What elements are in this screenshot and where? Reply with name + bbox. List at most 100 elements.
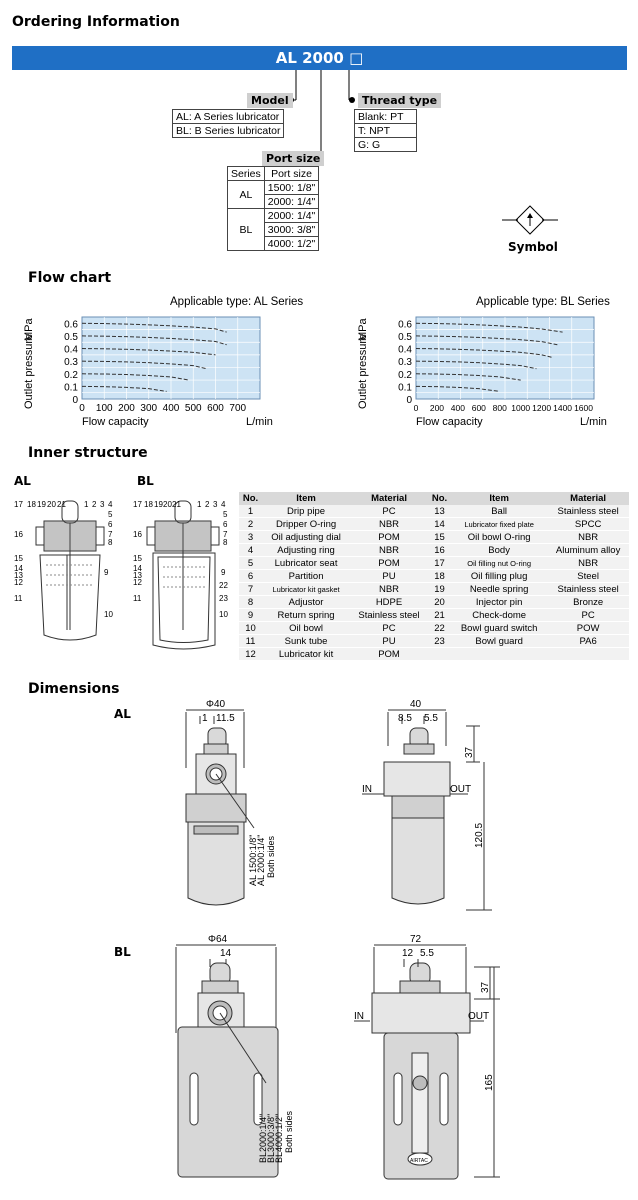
port-size-label: Port size [262, 151, 325, 166]
bl-cutaway-drawing: 17 18 19 20 21 1 2 3 4 5 6 7 8 16 15 14 … [133, 500, 228, 650]
model-code-bar: AL 2000 □ [12, 46, 627, 70]
bl-in-port: IN [354, 1011, 364, 1022]
y-tick-label: 0.4 [398, 345, 412, 356]
material-cell [451, 647, 548, 661]
material-cell: Adjusting ring [262, 543, 351, 557]
bl-chart-title: Applicable type: BL Series [476, 296, 610, 308]
x-tick-label: 700 [229, 403, 246, 414]
callout: 15 [133, 554, 142, 563]
inner-bl-label: BL [137, 474, 154, 488]
inner-al-label: AL [14, 474, 31, 488]
series-line [415, 322, 563, 333]
material-cell [547, 647, 629, 661]
callout: 22 [219, 581, 228, 590]
material-cell: 15 [427, 530, 452, 544]
callout: 8 [108, 538, 113, 547]
callout: 7 [223, 530, 228, 539]
col-item: Item [262, 492, 351, 505]
material-cell: NBR [547, 556, 629, 570]
port-size-cell: 2000: 1/4" [263, 194, 320, 209]
x-tick-label: 600 [472, 403, 486, 413]
material-cell: 18 [427, 569, 452, 583]
callout: 12 [133, 578, 142, 587]
material-cell: 14 [427, 517, 452, 531]
material-cell: 8 [239, 595, 263, 609]
y-tick-label: 0.1 [398, 382, 412, 393]
material-cell: Partition [262, 569, 351, 583]
bl-side-width: 72 [410, 934, 422, 945]
al-dim-b: 11.5 [216, 713, 235, 724]
callout: 1 [197, 500, 202, 509]
material-cell: NBR [350, 582, 428, 596]
al-side-a: 8.5 [398, 713, 412, 724]
al-side-view: 40 8.5 5.5 37 120.5 IN OUT [362, 699, 492, 911]
bl-out-port: OUT [468, 1011, 489, 1022]
material-cell: Lubricator kit [262, 647, 351, 661]
symbol-label: Symbol [508, 240, 558, 254]
series-line [415, 360, 537, 370]
x-tick-label: 1600 [574, 403, 593, 413]
material-cell: 2 [239, 517, 263, 531]
bl-both-sides: Both sides [284, 1110, 294, 1153]
y-axis-label: Outlet pressure [357, 334, 369, 409]
material-cell: 6 [239, 569, 263, 583]
material-cell: POW [547, 621, 629, 635]
material-cell: NBR [547, 530, 629, 544]
x-tick-label: 0 [414, 403, 419, 413]
material-cell: 16 [427, 543, 452, 557]
callout: 10 [219, 610, 228, 619]
callout: 10 [104, 610, 113, 619]
col-material: Material [547, 492, 629, 505]
al-cutaway-drawing: 17 18 19 20 21 1 2 3 4 5 6 7 8 16 15 14 … [14, 500, 113, 641]
al-diameter: Φ40 [206, 699, 226, 710]
al-front-view: Φ40 1 11.5 AL 1500:1/8" AL 2000:1/4" Bot… [185, 699, 276, 906]
material-cell: 21 [427, 608, 452, 622]
callout: 16 [14, 530, 23, 539]
port-size-header: Port size [263, 166, 320, 181]
material-cell: 5 [239, 556, 263, 570]
series-line [81, 385, 167, 392]
x-tick-label: 100 [96, 403, 113, 414]
bl-dim-a: 14 [220, 948, 232, 959]
series-al: AL [227, 180, 265, 209]
material-cell: 11 [239, 634, 263, 648]
dims-bl-label: BL [114, 945, 131, 959]
y-tick-label: 0.2 [64, 370, 78, 381]
series-line [81, 360, 207, 370]
model-code: AL 2000 □ [275, 49, 364, 67]
thread-row: Blank: PT [354, 109, 417, 124]
callout: 18 [27, 500, 36, 509]
model-table: AL: A Series lubricator BL: B Series lub… [171, 109, 285, 138]
x-tick-label: 300 [140, 403, 157, 414]
al-dim-a: 1 [202, 713, 208, 724]
series-line [415, 385, 500, 392]
callout: 11 [133, 594, 142, 603]
callout: 6 [108, 520, 113, 529]
model-row: AL: A Series lubricator [171, 109, 285, 124]
thread-row: G: G [354, 137, 417, 152]
x-axis-label: Flow capacity [416, 416, 483, 428]
thread-row: T: NPT [354, 123, 417, 138]
callout: 3 [213, 500, 218, 509]
al-port-2: AL 2000:1/4" [256, 835, 266, 886]
callout: 7 [108, 530, 113, 539]
y-tick-label: 0.6 [64, 319, 78, 330]
material-cell: Steel [547, 569, 629, 583]
y-tick-label: 0 [406, 395, 412, 406]
callout: 20 [163, 500, 172, 509]
y-tick-label: 0.3 [64, 357, 78, 368]
x-tick-label: 200 [430, 403, 444, 413]
material-cell: Return spring [262, 608, 351, 622]
material-cell: Ball [451, 505, 548, 518]
callout: 3 [100, 500, 105, 509]
material-cell: PU [350, 634, 428, 648]
material-cell: 4 [239, 543, 263, 557]
callout: 2 [92, 500, 97, 509]
material-cell: Stainless steel [547, 582, 629, 596]
